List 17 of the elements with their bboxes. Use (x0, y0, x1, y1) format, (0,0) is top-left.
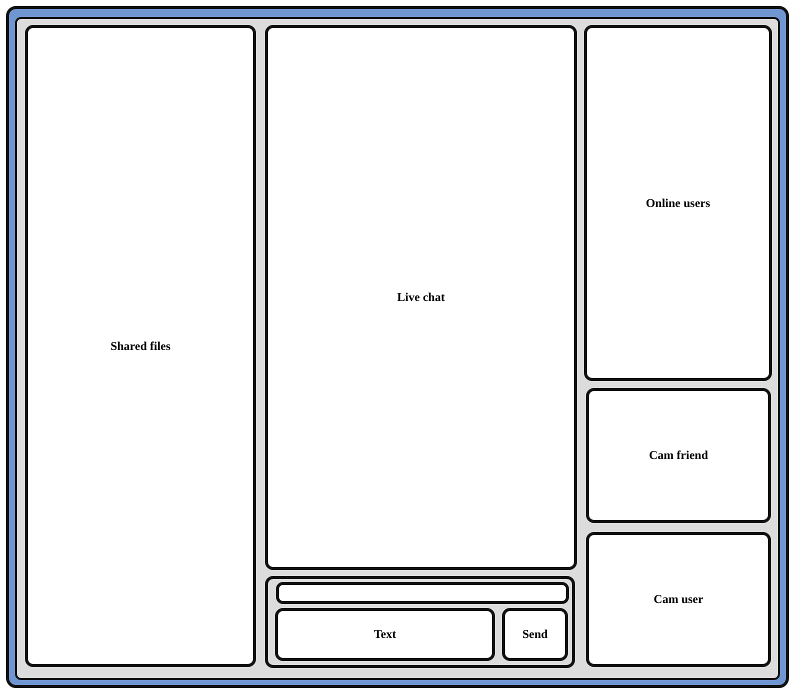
send-button (502, 608, 568, 661)
message-input-panel (265, 576, 575, 668)
content-panel (586, 388, 771, 523)
panel-label: Shared files (110, 338, 171, 354)
panel-label: Send (522, 627, 548, 642)
text-area (275, 608, 495, 661)
panel-label: Live chat (397, 290, 445, 305)
content-panel (584, 25, 772, 381)
content-panel (25, 25, 256, 667)
panel-label: Online users (646, 196, 710, 210)
input-field (276, 582, 569, 604)
panel-label: Cam friend (649, 448, 708, 463)
panel-label: Text (374, 627, 396, 642)
app-window-frame (6, 6, 789, 688)
content-panel (265, 25, 577, 570)
content-panel (586, 532, 771, 667)
panel-label: Cam user (654, 592, 704, 607)
